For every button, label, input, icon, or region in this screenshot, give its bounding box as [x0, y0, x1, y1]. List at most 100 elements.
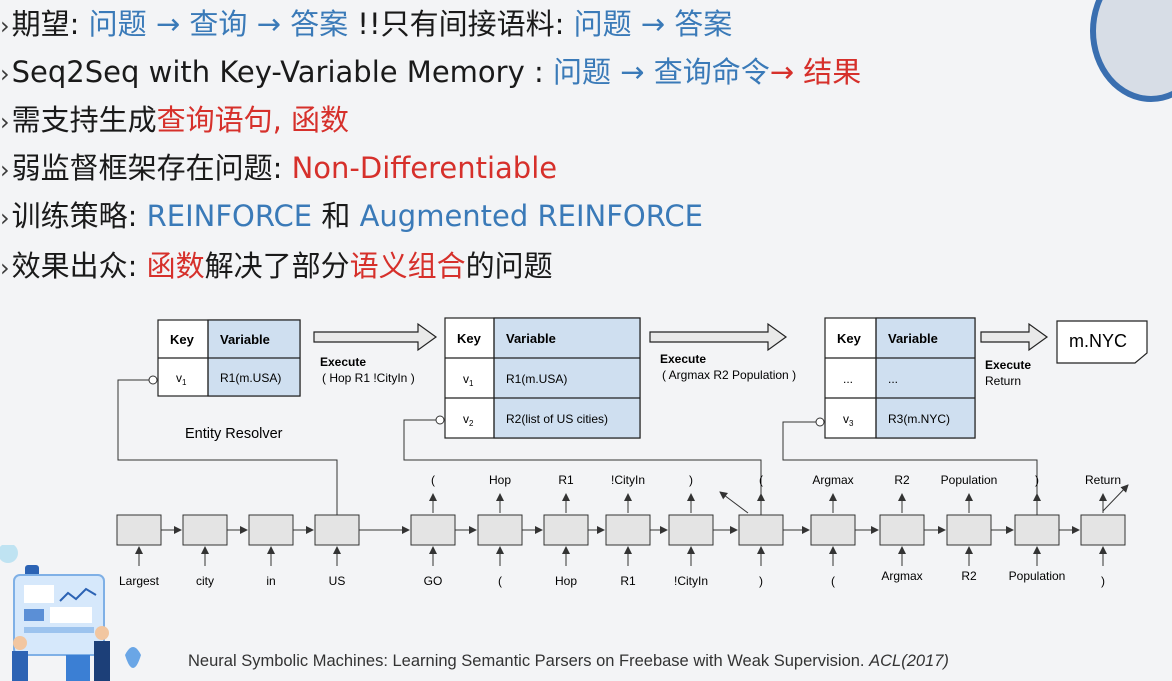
- rnn-cell-7: [543, 514, 589, 546]
- input-token-8: R1: [620, 574, 636, 588]
- rnn-cell-2: [182, 514, 228, 546]
- output-token-12: R2: [894, 473, 910, 487]
- citation-venue: ACL(2017): [869, 652, 949, 670]
- input-token-12: Argmax: [881, 569, 922, 583]
- citation: Neural Symbolic Machines: Learning Seman…: [188, 652, 949, 671]
- rnn-cell-13: [946, 514, 992, 546]
- bullet-5-text-4: Augmented REINFORCE: [359, 199, 704, 233]
- cell-key: v3: [843, 412, 854, 428]
- header-variable: Variable: [506, 331, 556, 346]
- result-card: [1056, 320, 1148, 364]
- execute-label-1: Execute: [320, 355, 366, 369]
- output-token-15: Return: [1085, 473, 1121, 487]
- output-token-9: ): [689, 473, 693, 487]
- bullet-5: ›训练策略: REINFORCE 和 Augmented REINFORCE: [0, 196, 703, 236]
- header-key: Key: [170, 332, 195, 347]
- input-token-2: city: [196, 574, 214, 588]
- input-token-5: GO: [424, 574, 443, 588]
- execute-call-3: Return: [985, 374, 1021, 388]
- cell-variable: R1(m.USA): [220, 371, 281, 385]
- execute-label-3: Execute: [985, 358, 1031, 372]
- read-port-icon: [435, 415, 445, 425]
- bullet-marker-icon: ›: [0, 108, 10, 136]
- cell-key: v1: [176, 371, 187, 387]
- cell-variable: R3(m.NYC): [888, 412, 950, 426]
- output-token-10: (: [759, 473, 763, 487]
- output-token-6: Hop: [489, 473, 511, 487]
- memory-table-1: Key Variable v1 R1(m.USA): [157, 319, 301, 397]
- output-token-13: Population: [941, 473, 998, 487]
- rnn-cell-8: [605, 514, 651, 546]
- output-token-8: !CityIn: [611, 473, 645, 487]
- bullet-marker-icon: ›: [0, 60, 10, 88]
- rnn-cell-12: [879, 514, 925, 546]
- entity-resolver-path: [117, 379, 338, 515]
- variable-column: [875, 317, 976, 439]
- rnn-cell-9: [668, 514, 714, 546]
- bullet-2-text-2: 问题 → 查询命令: [552, 55, 770, 89]
- bullet-1-text-2: 问题 → 查询 → 答案: [88, 7, 349, 41]
- bullet-2-text-3: → 结果: [769, 55, 862, 89]
- output-token-5: (: [431, 473, 435, 487]
- rnn-cell-11: [810, 514, 856, 546]
- cell-variable: ...: [888, 372, 898, 386]
- rnn-cell-1: [116, 514, 162, 546]
- input-token-15: ): [1101, 574, 1105, 588]
- bullet-6-text-3: 解决了部分: [204, 249, 350, 283]
- bullet-5-text-3: 和: [312, 199, 360, 233]
- header-variable: Variable: [888, 331, 938, 346]
- bullet-3-text-1: 需支持生成: [11, 103, 157, 137]
- entity-resolver-label: Entity Resolver: [185, 426, 283, 442]
- bullet-1-text-1: 期望:: [11, 7, 89, 41]
- bullet-marker-icon: ›: [0, 254, 10, 282]
- input-token-4: US: [329, 574, 346, 588]
- presenter-illustration: [0, 545, 141, 681]
- header-variable: Variable: [220, 332, 270, 347]
- bullet-5-text-2: REINFORCE: [146, 199, 313, 233]
- execute-arrow-1: [313, 322, 438, 352]
- read-port-icon: [815, 417, 825, 427]
- execute-label-2: Execute: [660, 352, 706, 366]
- citation-title: Neural Symbolic Machines: Learning Seman…: [188, 652, 865, 670]
- cell-variable: R2(list of US cities): [506, 412, 608, 426]
- input-token-3: in: [266, 574, 275, 588]
- input-token-7: Hop: [555, 574, 577, 588]
- bullet-2: ›Seq2Seq with Key-Variable Memory : 问题 →…: [0, 52, 861, 92]
- bullet-4: ›弱监督框架存在问题: Non-Differentiable: [0, 148, 557, 188]
- header-key: Key: [457, 331, 482, 346]
- execute-call-2: ( Argmax R2 Population ): [662, 368, 796, 382]
- bullet-6-text-1: 效果出众:: [11, 249, 147, 283]
- bullet-4-text-2: Non-Differentiable: [291, 151, 558, 185]
- read-port-icon: [148, 375, 158, 385]
- bullet-marker-icon: ›: [0, 204, 10, 232]
- result-value: m.NYC: [1069, 331, 1127, 351]
- cell-key: ...: [843, 372, 853, 386]
- bullet-1: ›期望: 问题 → 查询 → 答案 !!只有间接语料: 问题 → 答案: [0, 4, 732, 44]
- execute-arrow-3: [980, 322, 1049, 352]
- bullet-marker-icon: ›: [0, 12, 10, 40]
- cell-variable: R1(m.USA): [506, 372, 567, 386]
- rnn-cell-3: [248, 514, 294, 546]
- diag-arrow: [1102, 484, 1129, 512]
- write-path-3: [782, 421, 1038, 515]
- diag-arrow: [719, 491, 749, 514]
- variable-column: [493, 317, 641, 439]
- input-token-10: ): [759, 574, 763, 588]
- output-token-11: Argmax: [812, 473, 853, 487]
- bullet-6: ›效果出众: 函数解决了部分语义组合的问题: [0, 246, 553, 286]
- bullet-4-text-1: 弱监督框架存在问题:: [11, 151, 292, 185]
- input-token-11: (: [831, 574, 835, 588]
- execute-call-1: ( Hop R1 !CityIn ): [322, 371, 415, 385]
- input-token-9: !CityIn: [674, 574, 708, 588]
- bullet-6-text-5: 的问题: [465, 249, 553, 283]
- bullet-1-text-4: 问题 → 答案: [573, 7, 733, 41]
- input-token-14: Population: [1009, 569, 1066, 583]
- output-token-14: ): [1035, 473, 1039, 487]
- cell-key: v1: [463, 372, 474, 388]
- rnn-cell-15: [1080, 514, 1126, 546]
- write-path-2: [403, 419, 762, 515]
- rnn-cell-5: [410, 514, 456, 546]
